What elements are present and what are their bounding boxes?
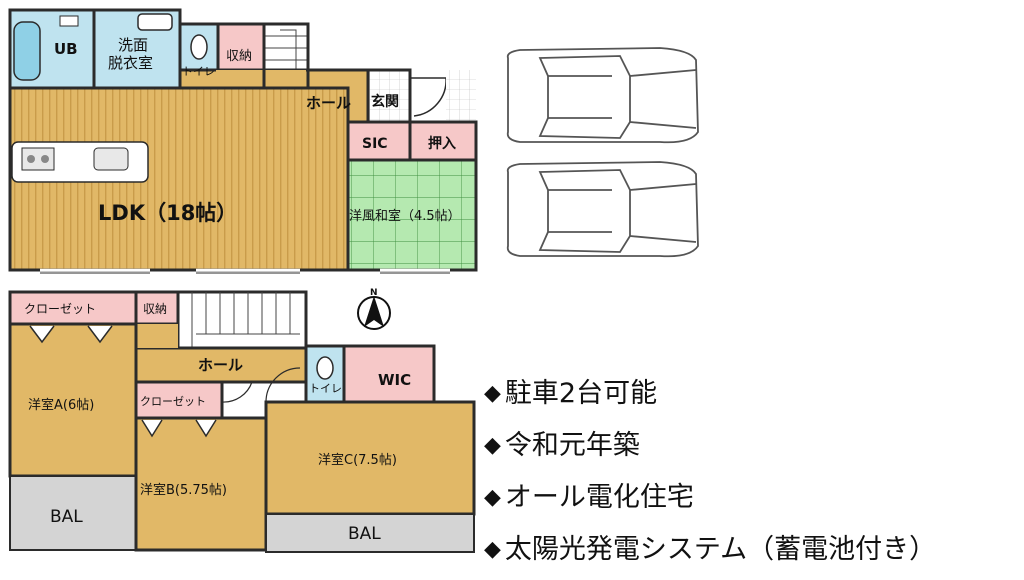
label-sic: SIC [362, 136, 388, 152]
stairs-2f [176, 290, 308, 350]
label-hall-1f: ホール [306, 94, 351, 112]
compass-label: N [370, 288, 378, 298]
label-room-a: 洋室A(6帖) [28, 397, 94, 413]
toilet-icon [190, 34, 208, 60]
wic-storage [342, 344, 436, 404]
label-bal-left: BAL [50, 507, 83, 527]
kitchen-sink-icon [93, 147, 129, 171]
diamond-bullet-icon: ◆ [484, 537, 501, 562]
stove-icon [21, 147, 55, 171]
balcony-left [9, 475, 137, 551]
diamond-bullet-icon: ◆ [484, 485, 501, 510]
diamond-bullet-icon: ◆ [484, 433, 501, 458]
label-hall-2f: ホール [198, 356, 243, 374]
feature-text: 令和元年築 [504, 430, 640, 461]
label-bal-right: BAL [348, 524, 381, 544]
compass-icon [357, 296, 391, 330]
label-washroom-2: 脱衣室 [108, 54, 153, 72]
label-storage-1f: 収納 [226, 49, 252, 64]
room-c [264, 400, 476, 516]
feature-text: オール電化住宅 [504, 482, 694, 513]
label-toilet-1f: トイレ [182, 65, 215, 78]
label-ldk: LDK（18帖） [98, 201, 237, 225]
storage-1f [216, 22, 266, 72]
closet-b [134, 380, 224, 420]
room-a [8, 322, 138, 478]
label-washitsu: 洋風和室（4.5帖） [349, 208, 461, 224]
feature-item: ◆令和元年築 [484, 424, 1014, 476]
room-b [134, 416, 268, 552]
label-oshiire: 押入 [428, 135, 456, 152]
feature-item: ◆駐車2台可能 [484, 372, 1014, 424]
label-closet-b: クローゼット [140, 395, 206, 408]
car-icon-bottom [506, 161, 699, 258]
floor1-plan [8, 8, 478, 274]
feature-text: 太陽光発電システム（蓄電池付き） [504, 534, 937, 565]
tatami-room [346, 158, 478, 272]
closet-a [8, 290, 138, 326]
label-ub: UB [54, 40, 78, 58]
sink-icon [137, 13, 173, 31]
car-icon-top [506, 47, 699, 144]
label-genkan: 玄関 [371, 93, 399, 110]
balcony-right [265, 513, 475, 553]
label-wic: WIC [378, 371, 411, 389]
label-closet-a: クローゼット [24, 302, 96, 316]
diamond-bullet-icon: ◆ [484, 381, 501, 406]
oshiire-storage [408, 120, 478, 162]
label-room-c: 洋室C(7.5帖) [318, 452, 397, 468]
feature-item: ◆太陽光発電システム（蓄電池付き） [484, 528, 1014, 580]
feature-list: ◆駐車2台可能 ◆令和元年築 ◆オール電化住宅 ◆太陽光発電システム（蓄電池付き… [484, 372, 1014, 580]
entrance-door-icon [410, 77, 447, 117]
label-toilet-2f: トイレ [309, 382, 342, 395]
feature-text: 駐車2台可能 [504, 378, 658, 409]
feature-item: ◆オール電化住宅 [484, 476, 1014, 528]
sic-storage [346, 120, 412, 162]
label-storage-2f: 収納 [143, 302, 167, 316]
bathtub-icon [13, 21, 41, 81]
floor2-plan [8, 290, 476, 553]
label-room-b: 洋室B(5.75帖) [140, 482, 227, 498]
label-washroom-1: 洗面 [118, 36, 148, 54]
